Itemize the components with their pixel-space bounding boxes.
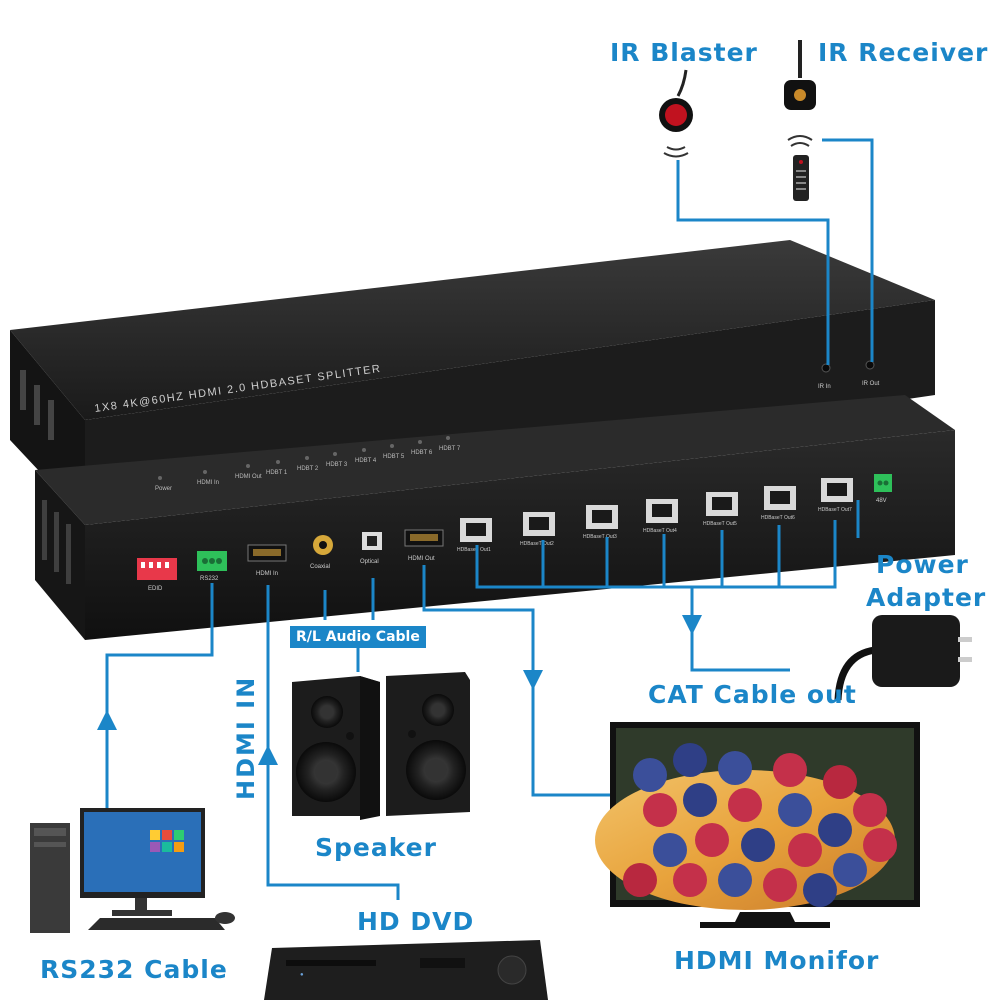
cable-lines (105, 138, 874, 900)
berry (818, 813, 852, 847)
ir-blaster-icon (659, 69, 693, 158)
hdmi-monitor-icon (595, 722, 920, 928)
berry (778, 793, 812, 827)
coaxial-port: Coaxial (310, 535, 333, 570)
rear-unit (35, 395, 955, 640)
indicator-label: HDBT 1 (266, 470, 288, 476)
power-port-label: 48V (876, 498, 887, 504)
edid-switch: EDID (137, 558, 177, 592)
speaker-left (292, 676, 380, 820)
hdbaset-ports: HDBaseT Out1 HDBaseT Out2 HDBaseT Out3 HDBa… (457, 478, 853, 553)
berry (673, 863, 707, 897)
hdmi-in-port-label: HDMI In (256, 571, 278, 577)
berry (673, 743, 707, 777)
optical-label: Optical (360, 559, 379, 565)
speaker-label: Speaker (315, 833, 437, 862)
rs232-cable-label: RS232 Cable (40, 955, 228, 984)
berry (695, 823, 729, 857)
rj45-socket (770, 491, 790, 504)
berry (718, 751, 752, 785)
berry (653, 833, 687, 867)
ir-in-label: IR In (818, 384, 831, 390)
rs232-port: RS232 (197, 551, 227, 582)
indicator-label: HDBT 7 (439, 446, 461, 452)
berry (833, 853, 867, 887)
berry (643, 793, 677, 827)
berry (863, 828, 897, 862)
hdbaset-port-label: HDBaseT Out6 (761, 515, 795, 521)
indicator-label: Power (155, 486, 172, 492)
berry (853, 793, 887, 827)
indicator-label: HDBT 2 (297, 466, 319, 472)
berry (803, 873, 837, 907)
berry (718, 863, 752, 897)
hdmi-monitor-label: HDMI Monifor (674, 946, 880, 975)
rj45-socket (592, 510, 612, 523)
ir-ports: IR In IR Out (818, 360, 880, 390)
berry (773, 753, 807, 787)
computer-icon (30, 808, 235, 933)
hdbaset-port-label: HDBaseT Out7 (818, 507, 852, 513)
indicator-row (158, 436, 450, 480)
hdbaset-port-label: HDBaseT Out3 (583, 534, 617, 540)
power-adapter-label-1: Power (876, 550, 969, 579)
rj45-socket (827, 483, 847, 496)
indicator-label: HDMI In (197, 480, 219, 486)
berry (683, 783, 717, 817)
dvd-player-icon: ● (264, 940, 548, 1000)
indicator-label: HDBT 6 (411, 450, 433, 456)
indicator-label: HDBT 4 (355, 458, 377, 464)
berry (623, 863, 657, 897)
hdbaset-port-label: HDBaseT Out5 (703, 521, 737, 527)
berry (728, 788, 762, 822)
ir-receiver-icon (784, 40, 816, 201)
rl-audio-cable-label: R/L Audio Cable (290, 626, 426, 648)
berry (823, 765, 857, 799)
power-adapter-icon (834, 615, 972, 701)
rj45-socket (652, 504, 672, 517)
berry (633, 758, 667, 792)
rs232-label: RS232 (200, 576, 219, 582)
berry (763, 868, 797, 902)
arrows (97, 615, 702, 765)
hdmi-out-port: HDMI Out (404, 529, 444, 562)
cat-cable-label: CAT Cable out (648, 680, 857, 709)
indicator-label: HDBT 3 (326, 462, 348, 468)
hdbaset-port-label: HDBaseT Out2 (520, 541, 554, 547)
ir-receiver-label: IR Receiver (818, 38, 989, 67)
rj45-socket (529, 517, 549, 530)
speaker-right (386, 672, 470, 816)
ir-blaster-label: IR Blaster (610, 38, 758, 67)
optical-port: Optical (360, 532, 382, 565)
rj45-socket (466, 523, 486, 536)
berry (741, 828, 775, 862)
indicator-label: HDBT 5 (383, 454, 405, 460)
ir-out-label: IR Out (862, 381, 880, 387)
berry (788, 833, 822, 867)
hdmi-out-port-label: HDMI Out (408, 556, 435, 562)
rj45-socket (712, 497, 732, 510)
hdbaset-port-label: HDBaseT Out4 (643, 528, 677, 534)
coaxial-label: Coaxial (310, 564, 330, 570)
power-adapter-label-2: Adapter (866, 583, 987, 612)
bluray-mark: ● (300, 972, 304, 978)
indicator-label: HDMI Out (235, 474, 262, 480)
hdmi-in-label: HDMI IN (232, 675, 260, 800)
hdbaset-port-label: HDBaseT Out1 (457, 547, 491, 553)
hd-dvd-label: HD DVD (357, 907, 475, 936)
power-port: 48V (874, 474, 892, 504)
edid-label: EDID (148, 586, 163, 592)
hdmi-in-port: HDMI In (247, 544, 287, 577)
